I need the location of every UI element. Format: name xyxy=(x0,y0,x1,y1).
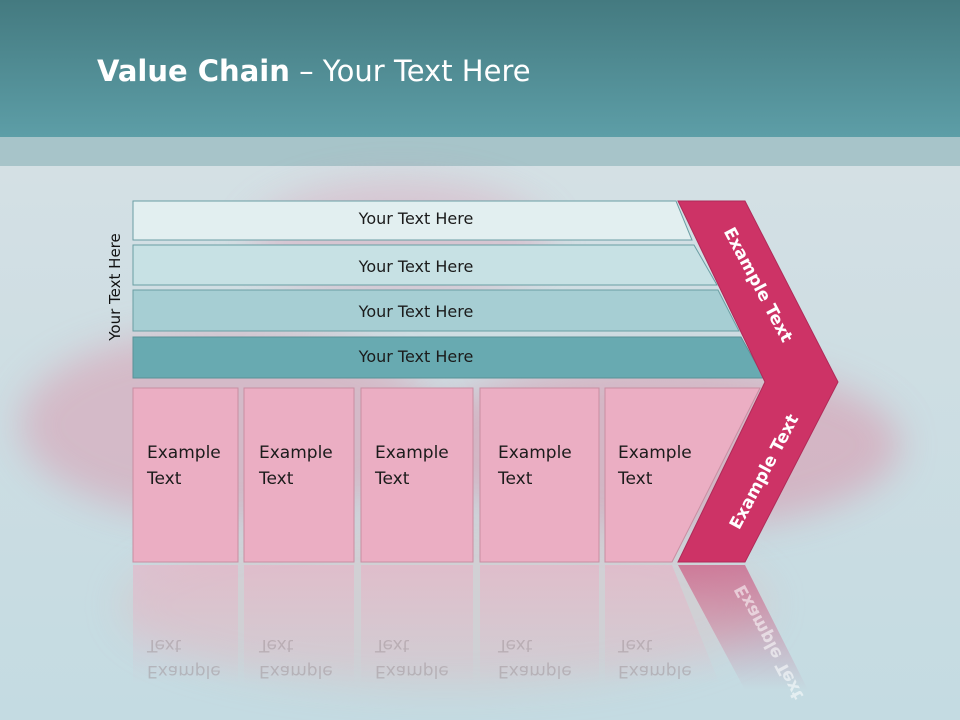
row-bar-1 xyxy=(132,200,693,241)
header-band xyxy=(0,137,960,166)
reflection xyxy=(361,565,473,685)
row-label-1: Your Text Here xyxy=(358,209,474,228)
row-label-3: Your Text Here xyxy=(358,302,474,321)
title-rest: – Your Text Here xyxy=(289,54,531,88)
reflection xyxy=(678,565,808,690)
margin-chevron xyxy=(677,200,839,563)
reflection xyxy=(133,565,238,685)
activity-box-4 xyxy=(479,387,600,563)
row-bar-3 xyxy=(132,289,740,332)
activity-box-1 xyxy=(132,387,239,563)
activity-box-2 xyxy=(243,387,355,563)
activity-box-3 xyxy=(360,387,474,563)
reflection xyxy=(605,565,720,685)
row-label-2: Your Text Here xyxy=(358,257,474,276)
reflection xyxy=(480,565,599,685)
reflection xyxy=(244,565,354,685)
header-bar xyxy=(0,0,960,137)
title-bold: Value Chain xyxy=(97,54,290,88)
activity-box-5 xyxy=(604,387,761,563)
vertical-side-label: Your Text Here xyxy=(106,233,124,341)
row-label-4: Your Text Here xyxy=(358,347,474,366)
page-title: Value Chain – Your Text Here xyxy=(97,54,531,88)
row-bar-2 xyxy=(132,244,718,286)
